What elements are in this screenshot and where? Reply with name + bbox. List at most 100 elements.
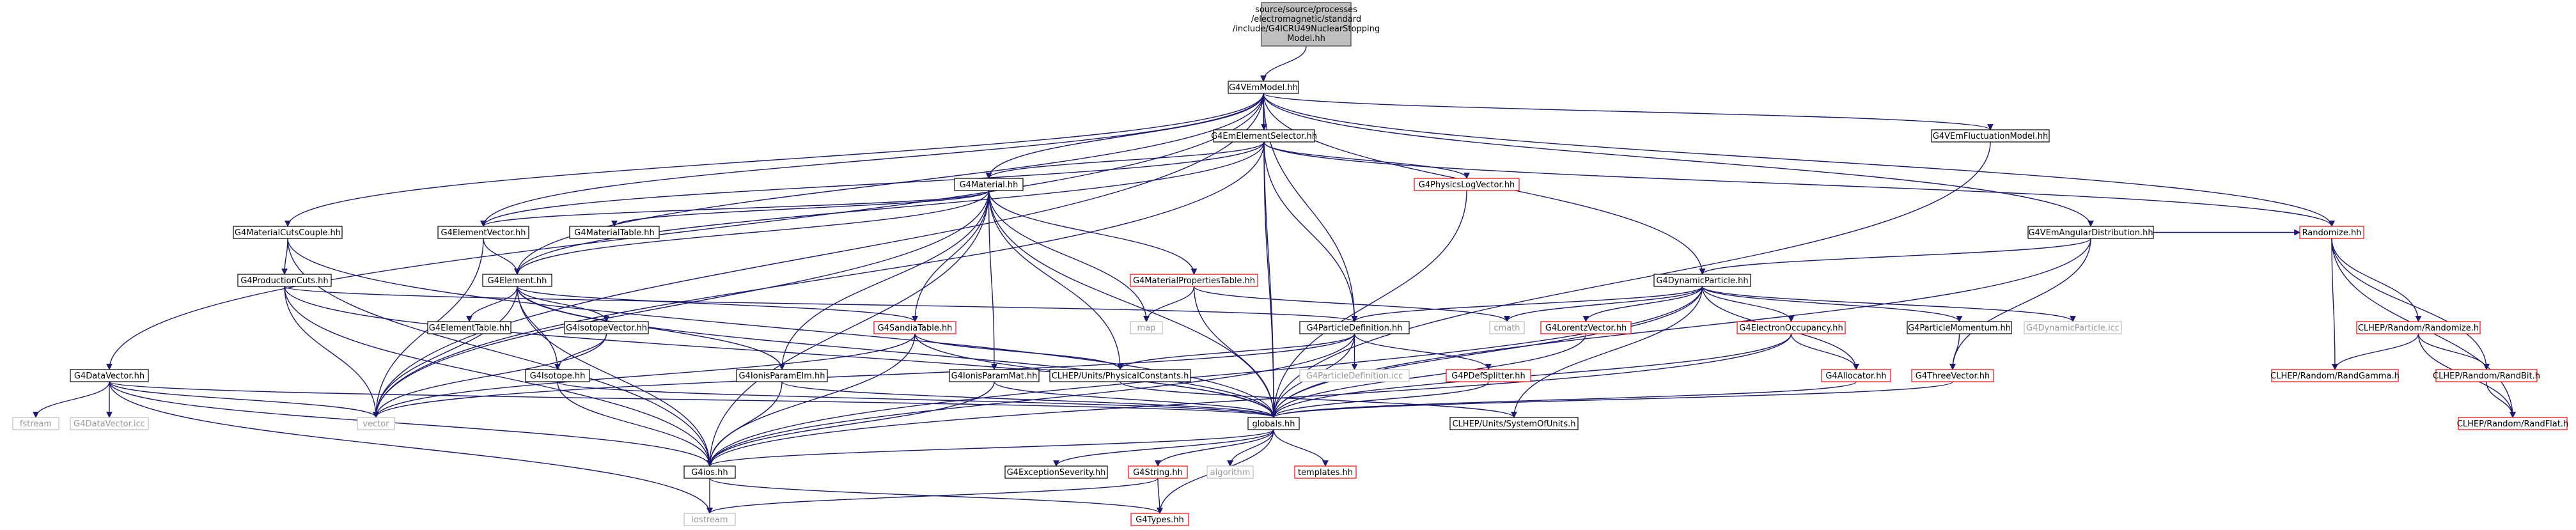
edge-elemvector-to-element	[483, 238, 520, 275]
node-clhep-units-physicalconstants-h[interactable]: CLHEP/Units/PhysicalConstants.h	[1049, 369, 1191, 382]
node-box	[1228, 81, 1299, 94]
node-g4sandiatable-hh[interactable]: G4SandiaTable.hh	[873, 321, 956, 334]
node-box	[1907, 321, 2012, 334]
node-g4productioncuts-hh[interactable]: G4ProductionCuts.hh	[237, 274, 332, 287]
edge-dynpart-to-cmath	[1504, 286, 1703, 322]
node-g4ionisparamelm-hh[interactable]: G4IonisParamElm.hh	[736, 369, 828, 382]
edge-threevec-to-globals	[1270, 381, 1953, 418]
node-templates-hh[interactable]: templates.hh	[1294, 465, 1357, 479]
node-label: vector	[363, 419, 389, 429]
node-box	[1414, 178, 1520, 191]
node-clhep-random-randbit-h[interactable]: CLHEP/Random/RandBit.h	[2433, 369, 2540, 382]
node-g4particlemomentum-hh[interactable]: G4ParticleMomentum.hh	[1907, 321, 2012, 334]
node-g4threevector-hh[interactable]: G4ThreeVector.hh	[1911, 369, 1994, 382]
node-box	[1489, 321, 1525, 334]
node-g4emelementselector-hh[interactable]: G4EmElementSelector.hh	[1211, 129, 1317, 143]
node-label: CLHEP/Random/Randomize.h	[2358, 323, 2479, 333]
node-g4material-hh[interactable]: G4Material.hh	[954, 178, 1024, 191]
node-globals-hh[interactable]: globals.hh	[1247, 417, 1300, 430]
node-g4vemangulardistribution-hh[interactable]: G4VEmAngularDistribution.hh	[2027, 226, 2154, 239]
node-box	[2024, 321, 2122, 334]
node-g4types-hh[interactable]: G4Types.hh	[1130, 513, 1189, 526]
node-g4materialpropertiestable-hh[interactable]: G4MaterialPropertiesTable.hh	[1130, 274, 1258, 287]
node-box	[482, 274, 552, 287]
edge-partdef-to-vector	[373, 333, 1355, 418]
node-box	[954, 178, 1024, 191]
edge-vemangular-to-globals	[1270, 238, 2091, 418]
node-g4materialcutscouple-hh[interactable]: G4MaterialCutsCouple.hh	[233, 226, 343, 239]
node-g4isotope-hh[interactable]: G4Isotope.hh	[525, 369, 590, 382]
node-g4ionisparammat-hh[interactable]: G4IonisParamMat.hh	[949, 369, 1040, 382]
node-g4isotopevector-hh[interactable]: G4IsotopeVector.hh	[564, 321, 649, 334]
node-label-line: source/source/processes	[1255, 5, 1357, 15]
edge-ioniselm-to-globals	[781, 381, 1277, 418]
node-label: CLHEP/Random/RandGamma.h	[2270, 371, 2400, 381]
node-label: fstream	[20, 419, 52, 429]
node-box	[237, 274, 332, 287]
node-g4elementvector-hh[interactable]: G4ElementVector.hh	[437, 226, 529, 239]
edge-g4string-to-iostream	[706, 478, 1159, 514]
node-label: G4ElectronOccupancy.hh	[1739, 323, 1843, 333]
edge-elemselector-to-element	[514, 141, 1265, 275]
node-label: templates.hh	[1298, 468, 1353, 478]
edge-material-to-map	[988, 190, 1150, 322]
node-g4electronoccupancy-hh[interactable]: G4ElectronOccupancy.hh	[1737, 321, 1846, 334]
edge-elemselector-to-partdef	[1263, 141, 1358, 322]
node-g4string-hh[interactable]: G4String.hh	[1128, 465, 1188, 479]
node-g4exceptionseverity-hh[interactable]: G4ExceptionSeverity.hh	[1004, 465, 1108, 479]
node-box	[70, 369, 149, 382]
edge-matprops-to-cmath	[1193, 286, 1510, 322]
edge-material-to-g4ios	[706, 190, 990, 467]
node-g4physicslogvector-hh[interactable]: G4PhysicsLogVector.hh	[1414, 178, 1520, 191]
node-g4materialtable-hh[interactable]: G4MaterialTable.hh	[569, 226, 660, 239]
edge-vemmodel-to-matcuts	[285, 93, 1264, 227]
node-g4vemfluctuationmodel-hh[interactable]: G4VEmFluctuationModel.hh	[1931, 129, 2050, 143]
edge-material-to-mattable	[611, 190, 990, 227]
node-randomize-hh[interactable]: Randomize.hh	[2299, 226, 2364, 239]
node-label: G4String.hh	[1133, 468, 1183, 478]
edge-vemfluct-to-globals	[1270, 141, 1991, 418]
node-box	[1449, 417, 1579, 430]
node-algorithm: algorithm	[1206, 465, 1254, 479]
node-clhep-units-systemofunits-h[interactable]: CLHEP/Units/SystemOfUnits.h	[1449, 417, 1579, 430]
edge-isotope-to-globals	[557, 381, 1277, 418]
edge-ionismat-to-globals	[994, 381, 1277, 418]
node-label: G4MaterialPropertiesTable.hh	[1133, 276, 1255, 286]
edge-datavector-to-g4ios	[109, 381, 713, 467]
node-box	[873, 321, 956, 334]
node-box	[233, 226, 343, 239]
node-g4lorentzvector-hh[interactable]: G4LorentzVector.hh	[1540, 321, 1632, 334]
node-box	[736, 369, 828, 382]
node-g4elementtable-hh[interactable]: G4ElementTable.hh	[427, 321, 511, 334]
node-clhep-random-randgamma-h[interactable]: CLHEP/Random/RandGamma.h	[2270, 369, 2400, 382]
node-g4particledefinition-hh[interactable]: G4ParticleDefinition.hh	[1299, 321, 1410, 334]
node-label: G4Allocator.hh	[1825, 371, 1886, 381]
node-label: G4ElementVector.hh	[441, 228, 526, 238]
edge-matcuts-to-prodcuts	[281, 238, 288, 275]
node-g4pdefsplitter-hh[interactable]: G4PDefSplitter.hh	[1446, 369, 1531, 382]
node-box	[1128, 465, 1188, 479]
node-label: G4Types.hh	[1136, 515, 1184, 525]
edge-dynpart-to-partmom	[1701, 286, 1963, 322]
node-g4vemmodel-hh[interactable]: G4VEmModel.hh	[1228, 81, 1299, 94]
node-g4element-hh[interactable]: G4Element.hh	[482, 274, 552, 287]
node-label: CLHEP/Units/SystemOfUnits.h	[1452, 419, 1575, 429]
edge-randomize-to-randbit	[2331, 238, 2490, 370]
edge-randbit-to-randflat	[2486, 381, 2516, 418]
node-box	[1540, 321, 1632, 334]
node-source-source-processes-electromagnetic-standard-include-g4icru49nuclearstopping-model-hh[interactable]: source/source/processes/electromagnetic/…	[1233, 2, 1380, 47]
edge-sandia-to-vector	[373, 333, 916, 418]
edge-partdef-to-physconst	[1117, 333, 1355, 370]
node-g4allocator-hh[interactable]: G4Allocator.hh	[1821, 369, 1891, 382]
edge-prodcuts-to-g4ios	[284, 286, 713, 467]
edge-material-to-sandia	[912, 190, 990, 322]
node-g4dynamicparticle-hh[interactable]: G4DynamicParticle.hh	[1653, 274, 1751, 287]
node-g4ios-hh[interactable]: G4ios.hh	[683, 465, 736, 479]
edge-elemselector-to-randomize	[1263, 141, 2335, 227]
node-clhep-random-randomize-h[interactable]: CLHEP/Random/Randomize.h	[2356, 321, 2481, 334]
node-box	[1446, 369, 1531, 382]
node-g4datavector-hh[interactable]: G4DataVector.hh	[70, 369, 149, 382]
node-clhep-random-randflat-h[interactable]: CLHEP/Random/RandFlat.h	[2457, 417, 2568, 430]
edge-allocator-to-globals	[1270, 381, 1857, 418]
